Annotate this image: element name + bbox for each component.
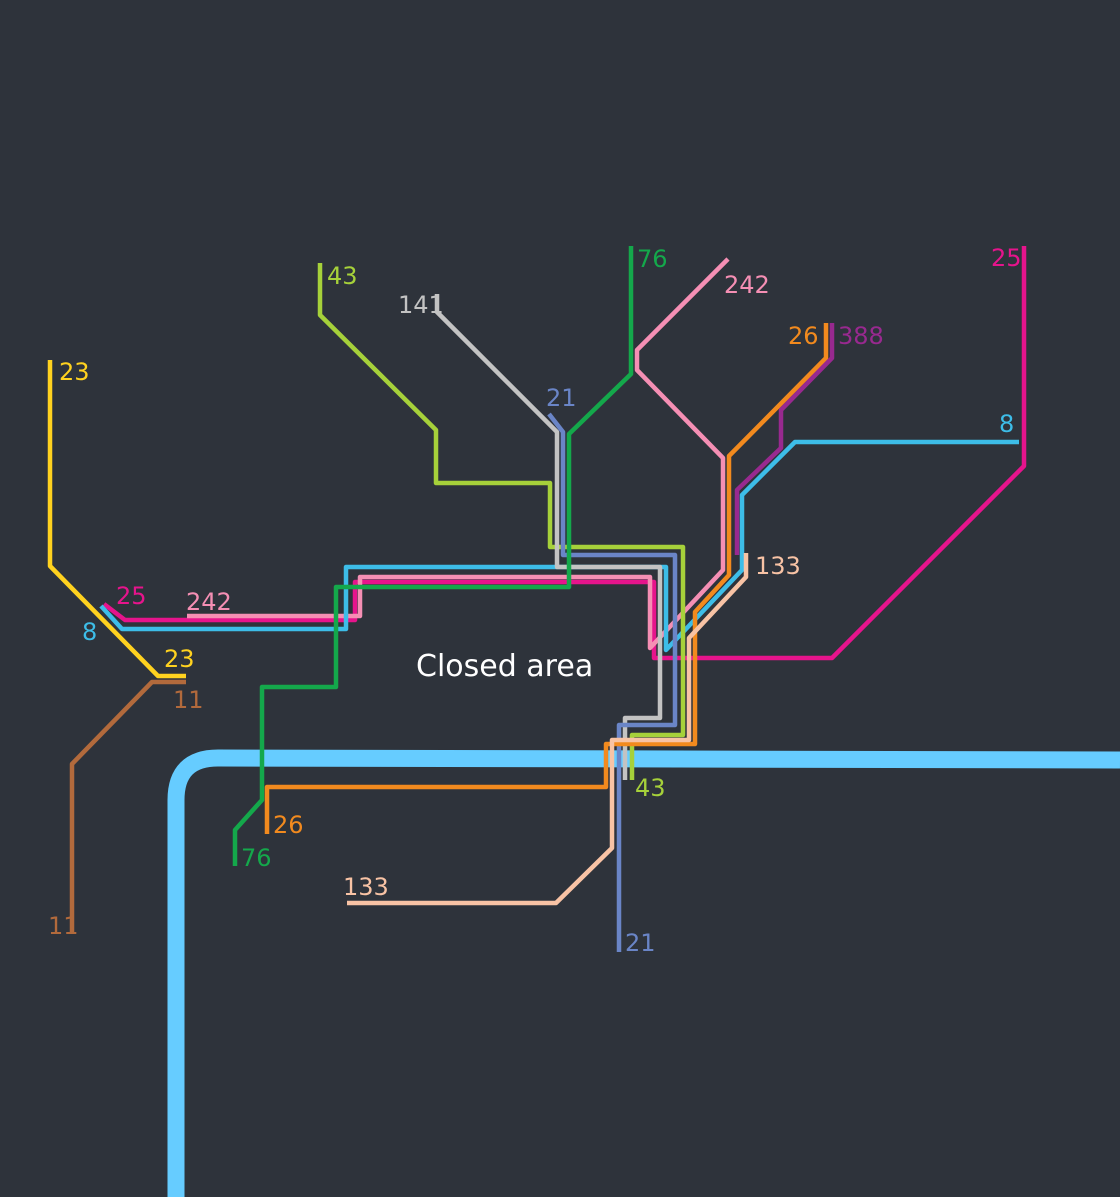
route-line-11[interactable] (69, 679, 186, 934)
river (167, 749, 1120, 1197)
route-label-242[interactable]: 242 (186, 588, 232, 616)
route-label-76[interactable]: 76 (241, 844, 272, 872)
route-label-21[interactable]: 21 (625, 929, 656, 957)
route-label-26[interactable]: 26 (273, 811, 304, 839)
route-label-11[interactable]: 11 (48, 912, 79, 940)
route-lines (47, 246, 1027, 952)
route-line-21[interactable] (547, 412, 678, 952)
route-label-76[interactable]: 76 (637, 245, 668, 273)
route-line-25[interactable] (102, 246, 1027, 661)
route-line-242[interactable] (187, 257, 730, 651)
closed-area-label: Closed area (416, 649, 593, 684)
route-label-43[interactable]: 43 (327, 262, 358, 290)
route-label-388[interactable]: 388 (838, 322, 884, 350)
route-label-242[interactable]: 242 (724, 271, 770, 299)
route-label-11[interactable]: 11 (173, 686, 204, 714)
route-label-25[interactable]: 25 (991, 244, 1022, 272)
route-label-26[interactable]: 26 (788, 322, 819, 350)
route-line-388[interactable] (734, 323, 835, 555)
route-line-8[interactable] (99, 439, 1019, 653)
route-label-133[interactable]: 133 (343, 873, 389, 901)
route-label-23[interactable]: 23 (59, 358, 90, 386)
route-label-8[interactable]: 8 (999, 410, 1014, 438)
route-label-8[interactable]: 8 (82, 618, 97, 646)
route-label-21[interactable]: 21 (546, 384, 577, 412)
route-label-133[interactable]: 133 (755, 552, 801, 580)
route-label-43[interactable]: 43 (635, 774, 666, 802)
route-line-141[interactable] (434, 294, 663, 780)
route-line-133[interactable] (347, 553, 749, 906)
route-line-26[interactable] (264, 323, 829, 834)
route-line-43[interactable] (317, 263, 686, 780)
route-line-23[interactable] (47, 360, 186, 679)
route-label-141[interactable]: 141 (398, 291, 444, 319)
route-labels: 23 23 11 11 25 25 242 242 8 8 43 43 141 … (48, 244, 1022, 957)
route-label-23[interactable]: 23 (164, 645, 195, 673)
route-label-25[interactable]: 25 (116, 582, 147, 610)
route-line-76[interactable] (232, 246, 634, 866)
